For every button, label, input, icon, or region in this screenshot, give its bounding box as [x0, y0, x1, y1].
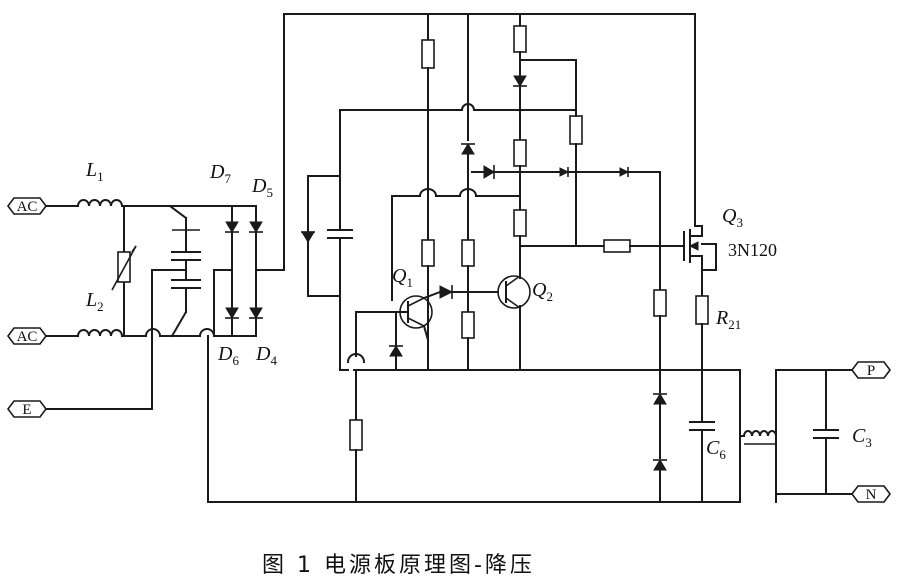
- bridge-rectifier: [207, 13, 285, 503]
- diode-q1-base: [389, 345, 403, 357]
- label-d4: D4: [255, 343, 277, 368]
- label-q3: Q3: [722, 205, 743, 230]
- connector-ac2-label: AC: [17, 329, 38, 345]
- diode-snubber: [301, 231, 315, 243]
- diode-d5: [249, 221, 263, 233]
- diode-q1-q2: [439, 285, 454, 299]
- input-section: AC AC E: [7, 197, 251, 418]
- diode-d-top: [513, 75, 527, 87]
- connector-e-label: E: [22, 402, 31, 418]
- inductor-output: [742, 430, 778, 438]
- figure-caption: 图 1 电源板原理图-降压: [262, 553, 535, 578]
- connector-p-label: P: [867, 363, 875, 379]
- connector-ac1: AC: [7, 197, 47, 215]
- diode-d-row3: [619, 167, 630, 177]
- label-d7: D7: [209, 161, 231, 186]
- output-filter: [739, 369, 853, 503]
- diode-d6: [225, 307, 239, 319]
- label-d6: D6: [217, 343, 239, 368]
- label-l2: L2: [85, 289, 104, 314]
- connector-ac2: AC: [7, 327, 47, 345]
- label-c6: C6: [706, 437, 726, 462]
- diode-d7: [225, 221, 239, 233]
- inductor-l1: [76, 199, 124, 208]
- resistor-r7: [513, 209, 527, 237]
- diode-dz1: [461, 143, 475, 155]
- resistor-r5: [513, 25, 527, 53]
- component-labels: L1 L2 D7 D5 D6 D4 Q1 Q2 Q3 3N120 R21 C6 …: [85, 159, 872, 462]
- label-q2: Q2: [532, 279, 553, 304]
- label-q1: Q1: [392, 265, 413, 290]
- label-l1: L1: [85, 159, 104, 184]
- connector-n-label: N: [866, 487, 877, 503]
- inductor-l2: [76, 329, 124, 338]
- diode-d-row2: [559, 167, 570, 177]
- connector-ac1-label: AC: [17, 199, 38, 215]
- connector-n: N: [851, 485, 891, 503]
- label-c3: C3: [852, 425, 872, 450]
- resistor-r4: [461, 311, 475, 339]
- mosfet-q3: [683, 225, 717, 297]
- resistor-r21: [695, 295, 709, 325]
- resistor-r-sense: [349, 419, 363, 451]
- label-q3-part: 3N120: [728, 240, 777, 260]
- diode-d4: [249, 307, 263, 319]
- resistor-gate: [603, 239, 631, 253]
- resistor-r6: [513, 139, 527, 167]
- resistor-r1: [421, 39, 435, 69]
- transistor-q1: [355, 290, 442, 342]
- label-r21: R21: [715, 307, 741, 332]
- diode-d-row1: [483, 165, 495, 179]
- resistor-r-drive: [569, 115, 583, 145]
- diode-d-out2: [653, 459, 667, 471]
- transistor-q2: [497, 269, 531, 371]
- connector-e: E: [7, 400, 47, 418]
- resistor-r2: [421, 239, 435, 267]
- resistor-r-output: [653, 289, 667, 317]
- connector-p: P: [851, 361, 891, 379]
- gate-drive: [519, 239, 685, 253]
- diode-d-out1: [653, 393, 667, 405]
- label-d5: D5: [251, 175, 273, 200]
- resistor-r3: [461, 239, 475, 267]
- drive-network: [301, 13, 661, 371]
